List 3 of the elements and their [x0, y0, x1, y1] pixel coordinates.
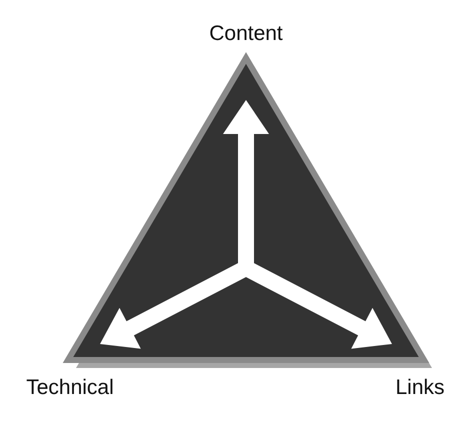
vertex-label: Links	[395, 375, 445, 401]
vertex-label: Content	[209, 21, 283, 47]
vertex-label: Technical	[26, 375, 114, 401]
